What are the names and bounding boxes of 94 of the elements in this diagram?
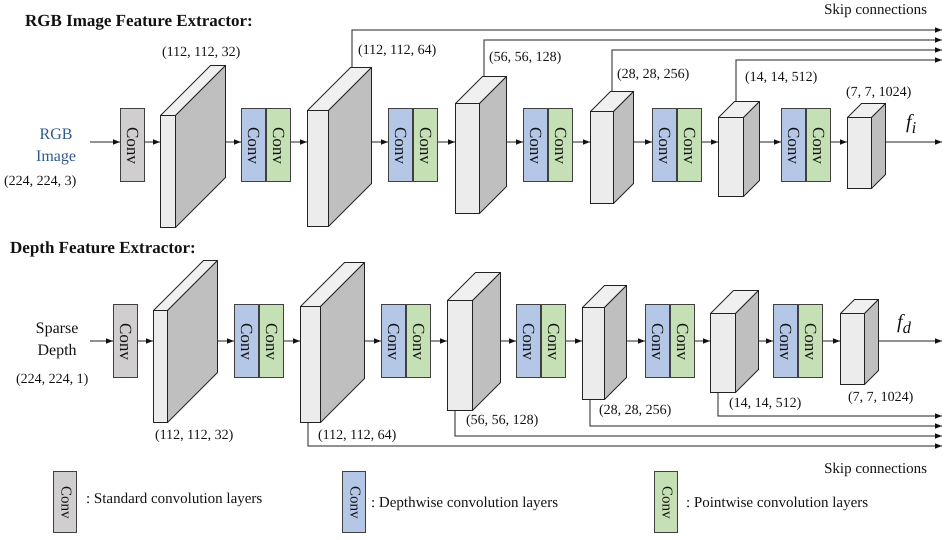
conv-layer: Conv [541,304,566,378]
arrow [138,338,154,344]
legend-swatch: Conv [53,471,77,533]
input-label: Sparse Depth [24,318,90,362]
tensor-shape-label: (224, 224, 3) [4,174,76,190]
skip-connection-arrow [308,422,942,449]
feature-map-block [160,65,226,228]
arrow [566,338,582,344]
skip-connections-label: Skip connections [824,2,927,19]
conv-layer: Conv [266,108,291,182]
arrow [694,338,710,344]
arrow [760,139,782,145]
arrow [822,338,840,344]
arrow [90,139,120,145]
conv-layer: Conv [381,304,406,378]
arrow [500,338,516,344]
feature-map-block [447,272,501,411]
skip-connection-arrow [612,47,942,92]
conv-layer: Conv [413,108,438,182]
tensor-shape-label: (7, 7, 1024) [846,85,912,101]
arrow [702,139,718,145]
feature-map-block [590,91,634,204]
arrow [572,139,590,145]
conv-layer: Conv [406,304,431,378]
tensor-shape-label: (112, 112, 32) [162,45,240,61]
conv-layer: Conv [516,304,541,378]
feature-map-block [300,262,365,423]
legend-label: : Standard convolution layers [86,491,262,508]
tensor-shape-label: (112, 112, 32) [155,428,234,444]
feature-map-block [847,103,886,189]
legend-swatch: Conv [654,471,678,533]
conv-layer: Conv [523,108,548,182]
arrow [886,139,942,145]
legend-label: : Pointwise convolution layers [686,495,868,512]
skip-connections-label: Skip connections [824,461,927,478]
arrow [226,139,242,145]
conv-layer: Conv [113,304,138,378]
tensor-shape-label: (56, 56, 128) [466,413,538,429]
conv-layer: Conv [388,108,413,182]
legend-label: : Depthwise convolution layers [371,495,558,512]
feature-map-block [718,101,760,197]
tensor-shape-label: (7, 7, 1024) [848,390,914,406]
feature-map-block [710,290,759,393]
tensor-shape-label: (56, 56, 128) [489,50,562,66]
arrow [830,139,848,145]
feature-map-block [455,76,507,214]
arrow [878,338,942,344]
conv-layer: Conv [120,108,145,182]
conv-layer: Conv [677,108,702,182]
arrow [90,338,114,344]
input-label: RGB Image [22,124,90,168]
conv-layer: Conv [652,108,677,182]
arrow [218,338,234,344]
arrow [364,338,382,344]
skip-connection-arrow [718,392,942,419]
arrow [758,338,774,344]
conv-layer: Conv [259,304,284,378]
arrow [372,139,388,145]
feature-map-block [153,260,218,423]
skip-connection-arrow [454,410,942,439]
arrow [430,338,448,344]
conv-layer: Conv [548,108,573,182]
arrow [290,139,308,145]
conv-layer: Conv [781,108,806,182]
skip-connection-arrow [736,57,942,102]
conv-layer: Conv [806,108,831,182]
tensor-shape-label: (14, 14, 512) [745,70,818,86]
skip-connection-arrow [590,400,942,429]
tensor-shape-label: (28, 28, 256) [617,67,690,83]
tensor-shape-label: (112, 112, 64) [318,428,396,444]
feature-map-block [582,285,627,400]
arrow [506,139,524,145]
conv-layer: Conv [798,304,823,378]
arrow [626,338,646,344]
section-heading: RGB Image Feature Extractor: [25,11,253,31]
conv-layer: Conv [670,304,695,378]
arrow [634,139,652,145]
tensor-shape-label: (14, 14, 512) [729,396,802,412]
tensor-shape-label: (112, 112, 64) [358,43,436,59]
tensor-shape-label: (224, 224, 1) [16,372,88,388]
arrow [438,139,456,145]
section-heading: Depth Feature Extractor: [10,238,196,258]
legend-swatch: Conv [342,471,366,533]
arrow [284,338,300,344]
conv-layer: Conv [773,304,798,378]
tensor-shape-label: (28, 28, 256) [599,403,672,419]
feature-map-block [840,299,879,385]
conv-layer: Conv [234,304,259,378]
skip-connection-arrow [352,27,942,68]
arrow [144,139,160,145]
conv-layer: Conv [241,108,266,182]
skip-connection-arrow [484,37,942,76]
feature-map-block [307,67,372,227]
conv-layer: Conv [645,304,670,378]
